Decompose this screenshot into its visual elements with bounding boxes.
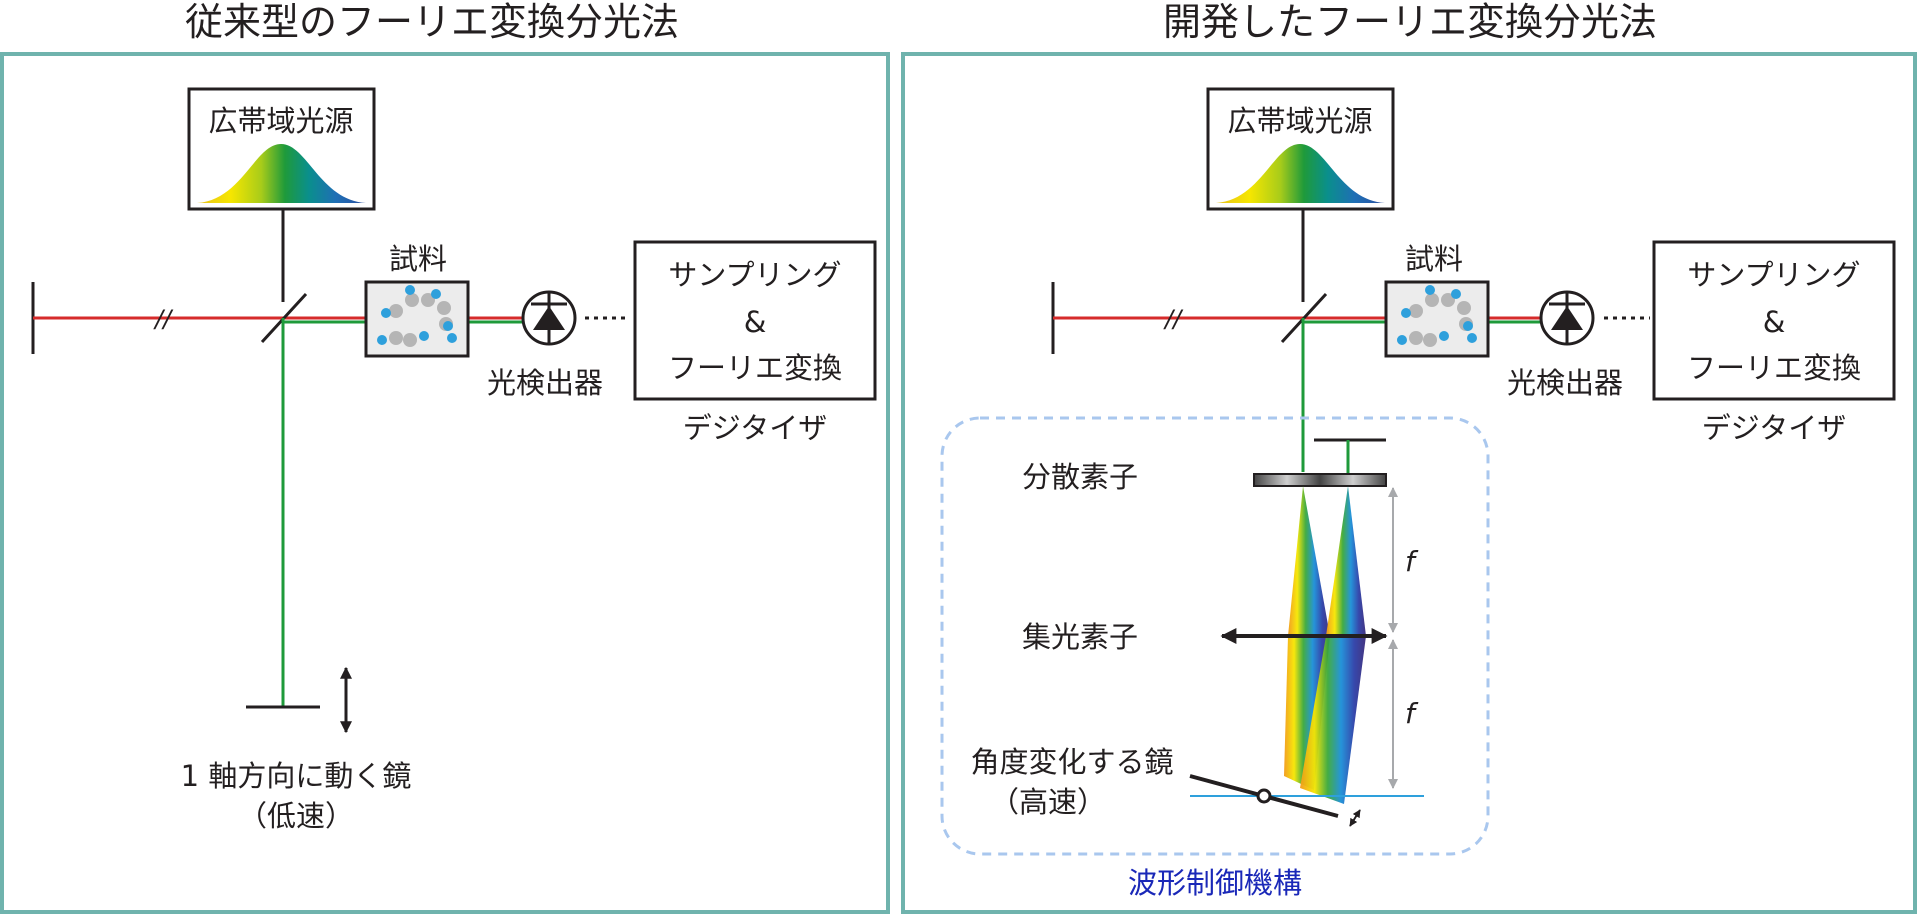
right-digitizer-line3: フーリエ変換 <box>1687 351 1861 385</box>
left-broadband-source: 広帯域光源 <box>187 87 376 211</box>
right-detector-label: 光検出器 <box>1507 366 1623 400</box>
left-source-label: 広帯域光源 <box>208 104 353 138</box>
dispersed-beam-left <box>1288 486 1330 636</box>
mechanism-label: 波形制御機構 <box>1128 866 1302 900</box>
left-break-mark: // <box>153 305 174 333</box>
left-digitizer-line3: フーリエ変換 <box>668 351 842 385</box>
right-digitizer-caption: デジタイザ <box>1702 411 1846 445</box>
grating-icon <box>1253 473 1387 487</box>
right-digitizer-line1: サンプリング <box>1687 258 1860 292</box>
right-break-mark: // <box>1163 305 1184 333</box>
focusing-label: 集光素子 <box>1022 620 1138 654</box>
spectrum-icon <box>197 144 366 203</box>
focal-length-lower: f <box>1405 697 1419 730</box>
left-panel-frame <box>0 52 890 914</box>
tilt-mirror-label-2: （高速） <box>990 785 1106 819</box>
pivot-icon <box>1256 788 1272 804</box>
right-sample-label: 試料 <box>1405 242 1463 276</box>
right-panel-frame <box>901 52 1917 914</box>
right-panel: 開発したフーリエ変換分光法 広帯域光源 // 試料 <box>901 0 1917 914</box>
right-digitizer: サンプリング & フーリエ変換 <box>1652 240 1896 401</box>
right-panel-title: 開発したフーリエ変換分光法 <box>1163 0 1657 44</box>
focused-beam-right <box>1300 636 1366 804</box>
mechanism-dashed-box <box>940 416 1490 856</box>
right-digitizer-line2: & <box>1763 305 1786 339</box>
left-panel: 従来型のフーリエ変換分光法 広帯域光源 // 試料 <box>0 0 890 914</box>
left-mirror-label-2: （低速） <box>238 799 354 833</box>
left-digitizer: サンプリング & フーリエ変換 <box>633 240 877 401</box>
right-photodiode-icon <box>1539 290 1595 346</box>
right-broadband-source: 広帯域光源 <box>1206 87 1395 211</box>
left-photodiode-icon <box>521 290 577 346</box>
left-panel-title: 従来型のフーリエ変換分光法 <box>185 0 679 44</box>
right-sample <box>1384 280 1490 358</box>
left-sample-label: 試料 <box>389 242 447 276</box>
tilt-mirror-label-1: 角度変化する鏡 <box>970 745 1173 779</box>
dispersed-beam-right <box>1326 486 1366 636</box>
left-digitizer-line2: & <box>744 305 767 339</box>
left-digitizer-caption: デジタイザ <box>683 411 827 445</box>
focal-length-upper: f <box>1405 545 1419 578</box>
left-sample <box>364 280 470 358</box>
right-source-label: 広帯域光源 <box>1227 104 1372 138</box>
dispersive-label: 分散素子 <box>1022 460 1138 494</box>
spectrum-icon <box>1216 144 1385 203</box>
focused-beam-left <box>1284 636 1330 790</box>
left-mirror-label-1: 1 軸方向に動く鏡 <box>181 759 412 793</box>
left-digitizer-line1: サンプリング <box>668 258 841 292</box>
left-detector-label: 光検出器 <box>487 366 603 400</box>
tilt-arrow-icon <box>1349 809 1361 827</box>
